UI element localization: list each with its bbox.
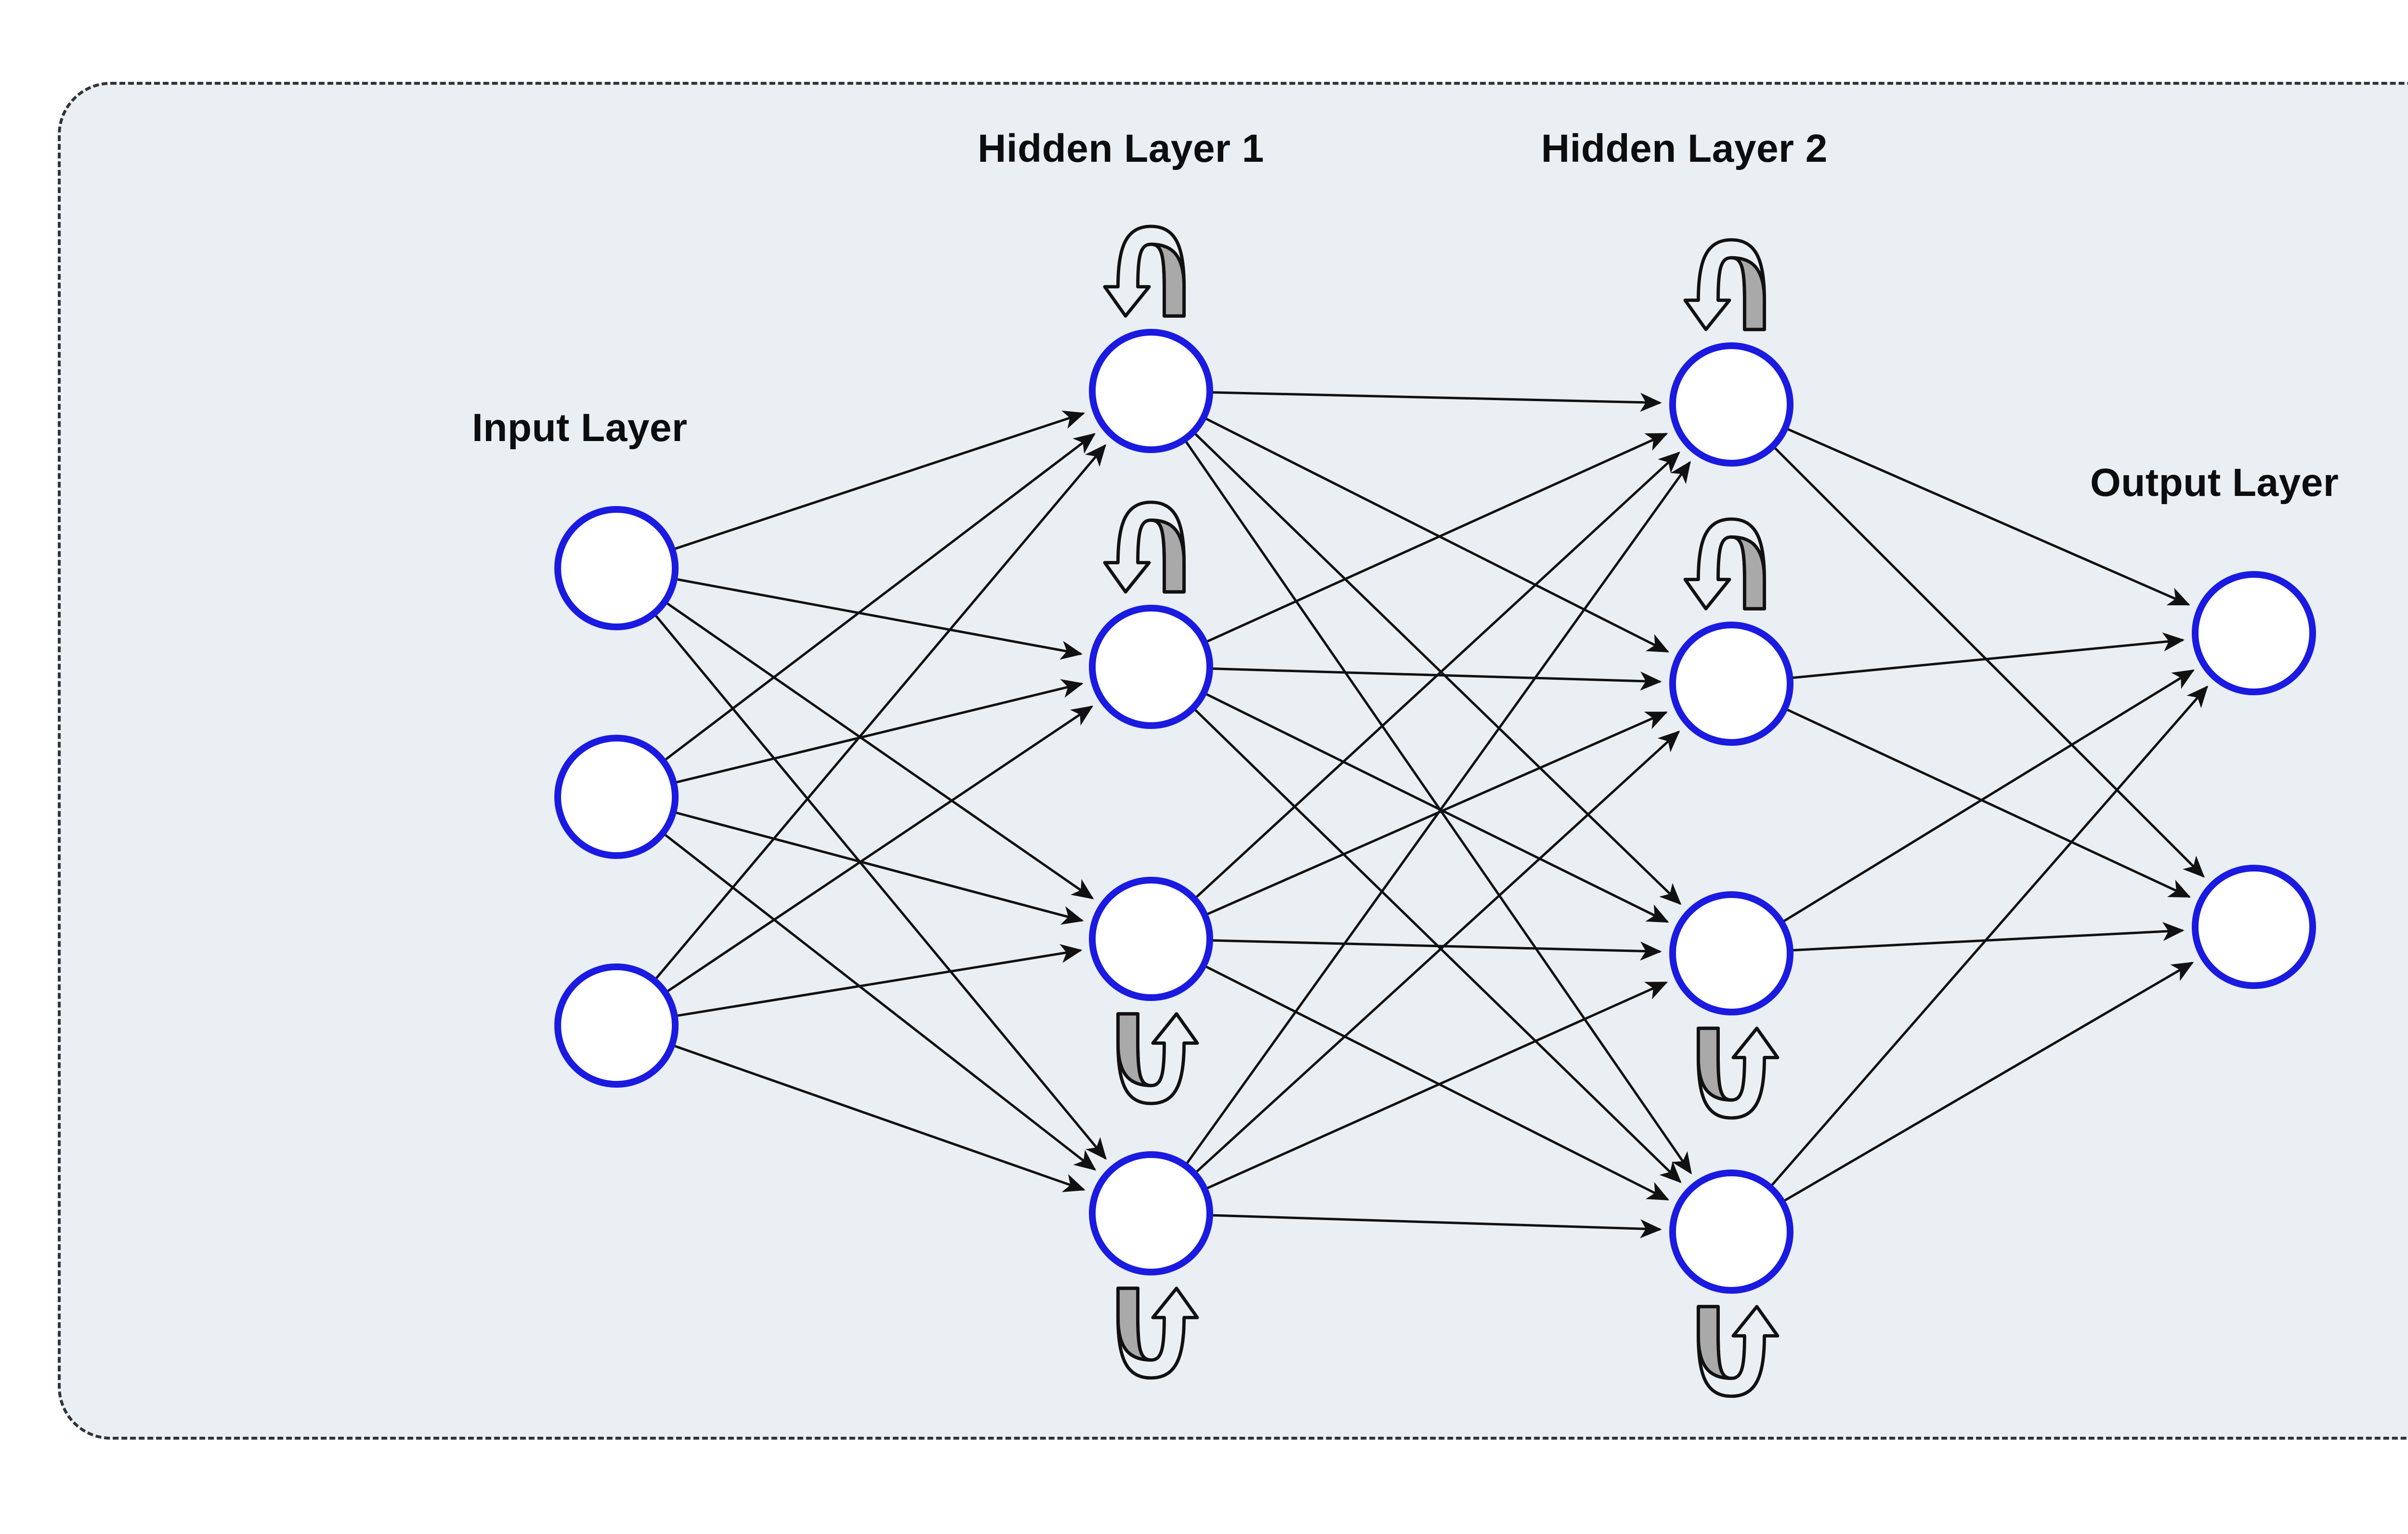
recurrent-loop-icon [1696,1027,1780,1120]
recurrent-loop-icon [1116,1012,1199,1105]
recurrent-loop-icon [1683,238,1767,331]
connection-edge [654,614,1107,1160]
connection-edge [1204,692,1669,923]
neuron-nodes [554,329,2316,1294]
connection-edge [1195,730,1680,1173]
neuron-i1[interactable] [554,506,679,630]
recurrent-loop-icon [1683,517,1767,611]
connection-edge [1205,432,1668,643]
recurrent-loop-icon [1103,224,1186,318]
connection-edge [673,1044,1086,1192]
neuron-o2[interactable] [2192,865,2316,989]
neuron-i2[interactable] [554,735,679,859]
connection-edge [1205,981,1668,1190]
neuron-h1_2[interactable] [1089,605,1213,729]
connection-edge [664,433,1096,761]
connection-edges [654,391,2209,1238]
connection-edge [1782,669,2195,923]
connection-edge [1786,428,2190,606]
connection-edge [1206,711,1668,916]
connection-edge [1204,417,1670,653]
connection-edge [676,944,1083,1017]
label-hidden-layer-2: Hidden Layer 2 [1541,127,1828,170]
connection-edge [676,578,1083,660]
connection-edge [1193,432,1682,905]
connection-edge [1211,391,1662,412]
connection-edge [1770,685,2209,1187]
connection-edge [1783,962,2194,1202]
neuron-o1[interactable] [2192,571,2316,695]
neuron-h2_2[interactable] [1669,622,1793,746]
connection-edge [666,705,1094,993]
connection-edge [1194,451,1680,899]
label-input-layer: Input Layer [472,406,688,450]
connection-edge [1185,461,1691,1165]
connection-edge [1204,965,1670,1201]
neuron-h1_1[interactable] [1089,329,1213,453]
neuron-i3[interactable] [554,963,679,1088]
recurrent-loop-icon [1116,1287,1199,1380]
label-output-layer: Output Layer [2090,461,2339,505]
connection-edge [1792,922,2185,952]
connection-edge [1211,939,1662,961]
connection-edge [1792,632,2185,679]
recurrent-loop-icon [1696,1305,1780,1398]
neuron-h1_3[interactable] [1089,877,1213,1001]
connection-edge [1773,446,2205,878]
neuron-h2_4[interactable] [1669,1170,1793,1294]
connection-edge [654,444,1106,980]
connection-edge [675,811,1084,925]
neuron-h1_4[interactable] [1089,1151,1213,1275]
connection-edge [1184,440,1692,1175]
recurrent-loops [1103,224,1780,1398]
connection-edge [675,679,1084,784]
connection-edge [1786,708,2191,898]
connection-edge [673,410,1085,550]
connection-edge [1211,1214,1662,1238]
recurrent-loop-icon [1103,500,1186,594]
connection-edge [663,833,1097,1171]
connection-edge [666,601,1094,899]
neuron-h2_1[interactable] [1669,342,1793,467]
label-hidden-layer-1: Hidden Layer 1 [978,127,1264,170]
diagram-panel [58,82,2408,1440]
neuron-h2_3[interactable] [1669,891,1793,1015]
